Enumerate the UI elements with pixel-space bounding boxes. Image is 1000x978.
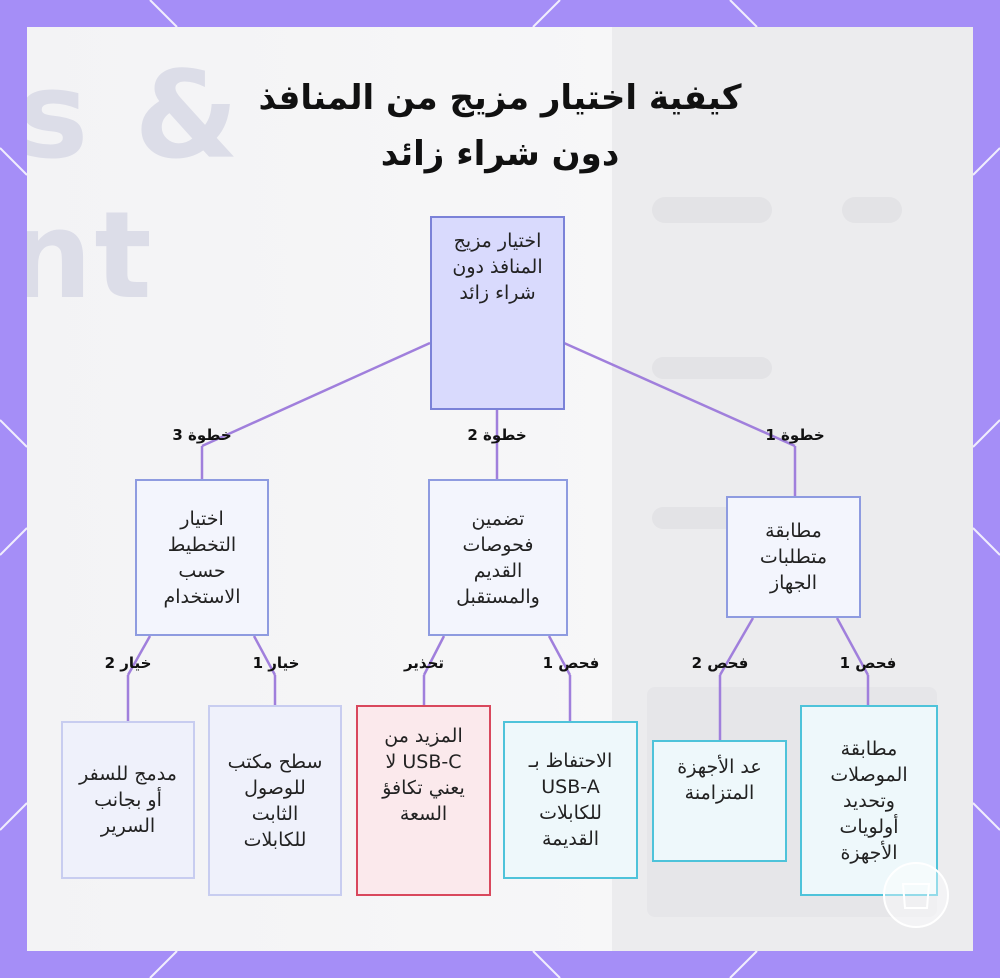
- edge-label: فحص 2: [691, 654, 749, 672]
- check-node: مطابقة الموصلات وتحديد أولويات الأجهزة: [800, 705, 938, 896]
- diagram-title: كيفية اختيار مزيج من المنافذ: [258, 78, 742, 118]
- step2-node: تضمين فحوصات القديم والمستقبل: [428, 479, 568, 636]
- logo-icon: [883, 862, 949, 928]
- root-node: اختيار مزيج المنافذ دون شراء زائد: [430, 216, 565, 410]
- edge-label: خطوة 1: [765, 426, 825, 444]
- edge-label: تحذير: [403, 654, 445, 672]
- warning-node: المزيد من USB-C لا يعني تكافؤ السعة: [356, 705, 491, 896]
- option1-node: سطح مكتب للوصول الثابت للكابلات: [208, 705, 342, 896]
- watermark-text: nt: [27, 187, 154, 326]
- step1-node: مطابقة متطلبات الجهاز: [726, 496, 861, 618]
- edge-label: فحص 1: [542, 654, 600, 672]
- edge-label: خيار 1: [252, 654, 300, 672]
- diagram-title: دون شراء زائد: [380, 134, 620, 174]
- option2-node: مدمج للسفر أو بجانب السرير: [61, 721, 195, 879]
- edge-label: خطوة 2: [467, 426, 527, 444]
- check-node: عد الأجهزة المتزامنة: [652, 740, 787, 862]
- edge-label: خطوة 3: [172, 426, 232, 444]
- edge-label: فحص 1: [839, 654, 897, 672]
- check-node: الاحتفاظ بـ USB-A للكابلات القديمة: [503, 721, 638, 879]
- watermark-text: s &: [27, 47, 241, 186]
- edge-label: خيار 2: [104, 654, 152, 672]
- step3-node: اختيار التخطيط حسب الاستخدام: [135, 479, 269, 636]
